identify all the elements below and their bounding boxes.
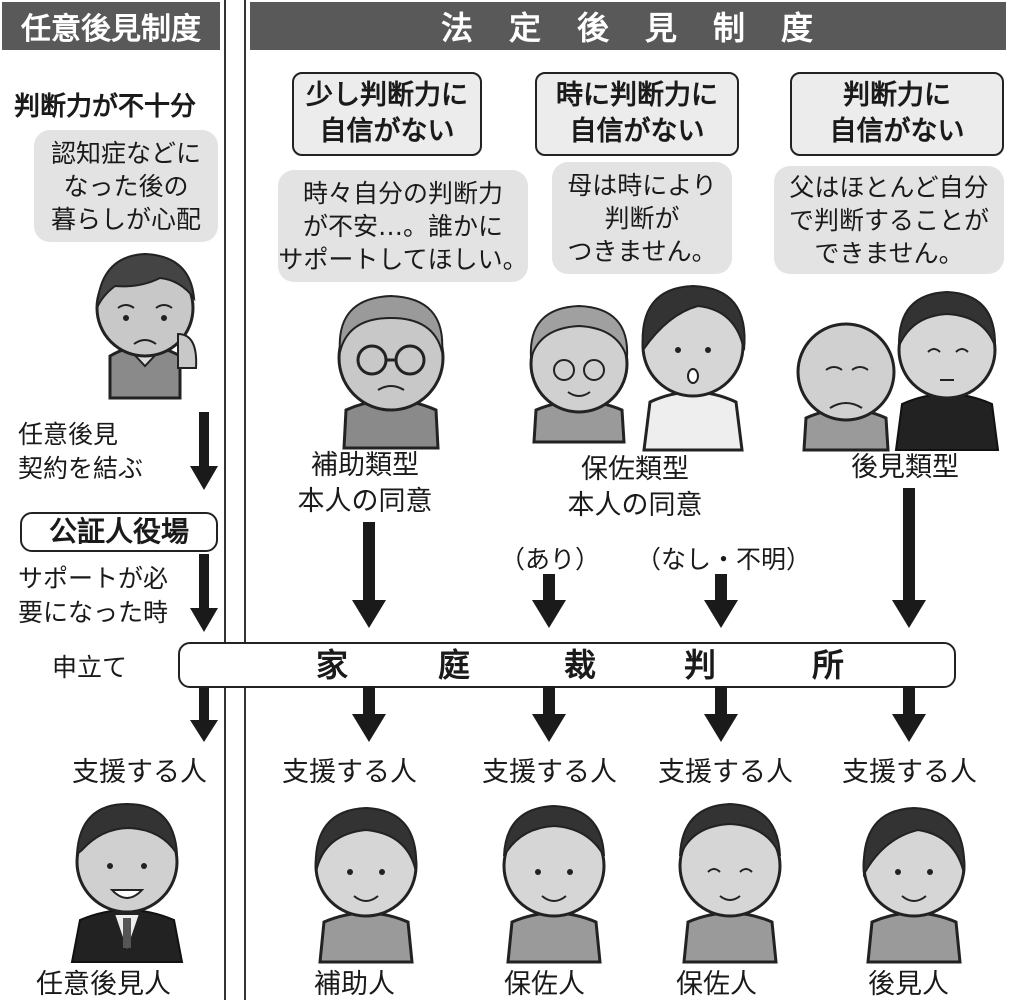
supporter-label: 支援する人 xyxy=(482,757,617,788)
none-speech-bubble: 父はほとんど自分 で判断することが できません。 xyxy=(774,166,1004,274)
arrow-down-icon xyxy=(352,686,386,742)
arrow-down-icon xyxy=(892,488,926,628)
family-court-banner xyxy=(178,642,956,688)
petition-label: 申立て xyxy=(52,653,128,682)
arrow-down-icon xyxy=(190,686,218,742)
curator-result-label: 保佐人 xyxy=(504,969,585,1000)
step-sign-contract-label: 任意後見 契約を結ぶ xyxy=(18,420,144,483)
daughter-illustration xyxy=(641,284,746,452)
arrow-down-icon xyxy=(532,686,566,742)
step-support-needed-label: サポートが必 要になった時 xyxy=(18,564,169,627)
occasional-speech-bubble: 母は時により 判断が つきません。 xyxy=(552,162,732,274)
guardian-result-label: 後見人 xyxy=(868,969,949,1000)
curator-result-label: 保佐人 xyxy=(676,969,757,1000)
guardian-illustration xyxy=(862,806,966,964)
curatorship-type-label: 保佐類型本人の同意 xyxy=(567,454,703,521)
family-court-char: 判 xyxy=(684,646,717,684)
arrow-down-icon xyxy=(704,686,738,742)
left-divider xyxy=(224,0,226,1000)
worry-speech-bubble: 認知症などに なった後の 暮らしが心配 xyxy=(34,130,218,242)
supporter-label: 支援する人 xyxy=(72,757,207,788)
occasional-judgment-box: 時に判断力に自信がない xyxy=(535,72,739,156)
voluntary-guardian-illustration xyxy=(70,802,184,963)
family-court-char: 庭 xyxy=(438,646,471,684)
legal-system-header: 法 定 後 見 制 度 xyxy=(250,2,1006,50)
family-court-char: 家 xyxy=(316,646,349,684)
assistance-type-label: 補助類型本人の同意 xyxy=(297,450,433,517)
minor-speech-bubble: 時々自分の判断力 が不安…。誰かに サポートしてほしい。 xyxy=(278,170,528,282)
consent-no-unknown-label: （なし・不明） xyxy=(636,545,812,574)
curator-illustration xyxy=(502,804,606,964)
family-court-char: 裁 xyxy=(564,646,597,684)
supporter-label: 支援する人 xyxy=(842,757,977,788)
insufficient-judgment-heading: 判断力が不十分 xyxy=(14,92,197,122)
notary-office-box: 公証人役場 xyxy=(20,512,218,552)
arrow-down-icon xyxy=(892,686,926,742)
family-court-char: 所 xyxy=(812,646,845,684)
arrow-down-icon xyxy=(190,554,218,632)
elderly-mother-illustration xyxy=(529,304,629,444)
elderly-woman-illustration xyxy=(95,252,198,400)
curator-illustration xyxy=(678,802,782,964)
consent-yes-label: （あり） xyxy=(500,545,601,574)
arrow-down-icon xyxy=(532,574,566,628)
arrow-down-icon xyxy=(704,574,738,628)
assistant-illustration xyxy=(314,806,418,964)
supporter-label: 支援する人 xyxy=(658,757,793,788)
assistant-result-label: 補助人 xyxy=(314,969,395,1000)
voluntary-guardian-label: 任意後見人 xyxy=(36,969,171,1000)
elderly-person-glasses-illustration xyxy=(337,294,445,450)
guardianship-type-label: 後見類型 xyxy=(851,452,959,483)
son-illustration xyxy=(894,290,1000,451)
right-divider xyxy=(244,0,246,1000)
elderly-father-illustration xyxy=(796,322,896,452)
supporter-label: 支援する人 xyxy=(282,757,417,788)
minor-judgment-box: 少し判断力に自信がない xyxy=(292,72,482,156)
arrow-down-icon xyxy=(190,412,218,490)
voluntary-system-header: 任意後見制度 xyxy=(2,2,220,50)
arrow-down-icon xyxy=(352,522,386,628)
no-judgment-box: 判断力に自信がない xyxy=(790,72,1004,156)
